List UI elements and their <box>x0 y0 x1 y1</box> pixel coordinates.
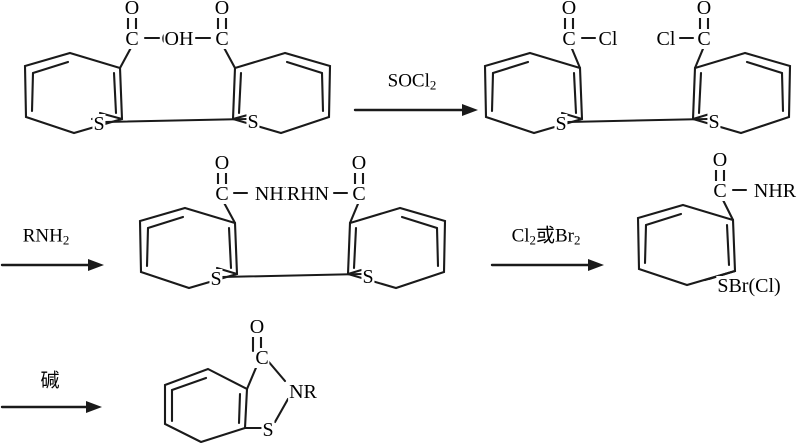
conjunction-huo: 或 <box>535 224 555 247</box>
atom-o-r1-reactant-right: O <box>213 0 231 19</box>
ring-r3-benzene <box>163 367 249 443</box>
arrow-row3 <box>0 401 102 413</box>
atom-s-r1-product-left: S <box>554 113 568 135</box>
atom-c-r2-mid-right: C <box>351 183 367 205</box>
atom-s-r2-mid-left: S <box>209 268 223 290</box>
atom-cl-r1-product-right: Cl <box>655 28 677 50</box>
atom-nr-r3-product: NR <box>288 381 318 403</box>
atom-c-r1-reactant-left: C <box>124 28 140 50</box>
atom-c-r1-product-left: C <box>561 28 577 50</box>
atom-c-r1-reactant-right: C <box>214 28 230 50</box>
atom-s-r1-reactant-right: S <box>246 111 260 133</box>
ring-r1-left <box>23 51 124 135</box>
atom-s-r1-product-right: S <box>707 111 721 133</box>
reagent-socl2: SOCl2 <box>387 70 437 93</box>
reagent-base-jian: 碱 <box>40 369 60 392</box>
atom-o-r1-reactant-left: O <box>123 0 141 19</box>
arrow-row2-left <box>0 259 104 271</box>
atom-sbrcl-r2-product: SBr(Cl) <box>716 275 782 297</box>
atom-o-r1-product-right: O <box>695 0 713 19</box>
atom-o-r1-product-left: O <box>560 0 578 19</box>
atom-c-r3-product: C <box>254 347 270 369</box>
arrow-row2-right <box>490 259 604 271</box>
atom-c-r2-mid-left: C <box>214 183 230 205</box>
atom-oh-r1-reactant-right: OH <box>163 28 195 50</box>
reagent-rnh2: RNH2 <box>22 225 70 248</box>
atom-c-r1-product-right: C <box>696 28 712 50</box>
atom-cl-r1-product-left: Cl <box>597 28 619 50</box>
atom-c-r2-product: C <box>712 180 728 202</box>
atom-nhr-r2-product: NHR <box>752 180 798 202</box>
atom-s-r1-reactant-left: S <box>92 113 106 135</box>
atom-s-r3-product: S <box>261 419 275 441</box>
atom-o-r2-mid-left: O <box>213 152 231 174</box>
atom-rhn-r2-mid-right: RHN <box>285 183 331 205</box>
atom-s-r2-mid-right: S <box>361 266 375 288</box>
atom-o-r3-product: O <box>248 316 266 338</box>
reagent-cl2-or-br2: Cl2或Br2 <box>511 224 581 248</box>
ring-r2p <box>636 203 737 287</box>
atom-o-r2-product: O <box>711 149 729 171</box>
atom-o-r2-mid-right: O <box>350 152 368 174</box>
arrow-row1 <box>353 104 478 116</box>
